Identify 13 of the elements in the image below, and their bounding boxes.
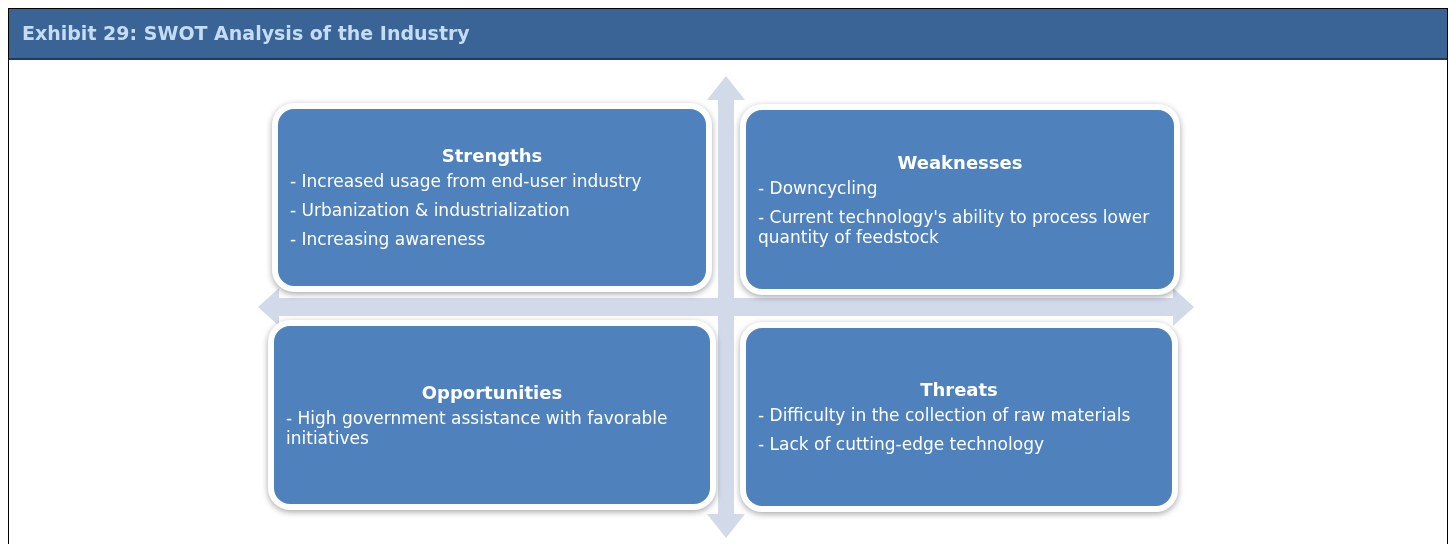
bullet-text: - Downcycling <box>758 177 879 198</box>
bullet-text: - Lack of cutting-edge technology <box>758 434 1045 454</box>
quadrant-heading: Weaknesses <box>896 152 1024 173</box>
quadrant-heading: Opportunities <box>420 382 564 403</box>
quadrant-heading: Strengths <box>440 146 544 166</box>
bullet-text: - Current technology's ability to process lower quantity of feedstock <box>758 206 1151 247</box>
bullet-text: - High government assistance with favorable initiatives <box>286 407 669 448</box>
bullet-text: - Increasing awareness <box>290 229 487 249</box>
bullet-text: - Urbanization & industrialization <box>290 200 571 220</box>
quadrant-heading: Threats <box>919 380 999 400</box>
bullet-text: - Difficulty in the collection of raw materials <box>758 405 1132 425</box>
title: Exhibit 29: SWOT Analysis of the Industry <box>22 21 470 47</box>
bullet-text: - Increased usage from end-user industry <box>290 171 643 191</box>
